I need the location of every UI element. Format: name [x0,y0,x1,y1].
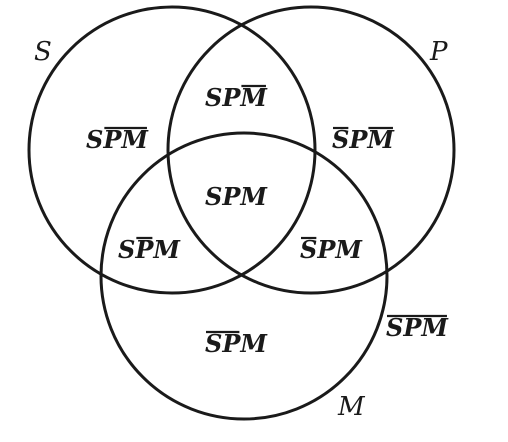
region-letter: S [205,182,222,211]
circle-p [166,5,456,295]
region-letter: M [334,235,363,264]
set-label-s: S [34,37,52,67]
region-label-m-only: SPM [205,329,268,358]
region-text-outside: SPM [386,313,449,342]
region-letter: M [120,125,149,154]
region-text-m-only: SPM [205,329,268,358]
region-text-s-p: SPM [205,83,268,112]
set-label-m: M [337,392,366,422]
set-label-p: P [429,37,448,67]
region-letter: P [134,235,154,264]
region-letter: S [386,313,403,342]
region-letter: M [239,83,268,112]
region-label-p-m: SPM [300,235,363,264]
region-text-s-p-m: SPM [205,182,268,211]
circle-m [99,131,389,421]
region-letter: M [420,313,449,342]
circle-s [27,5,317,295]
region-label-s-p: SPM [205,83,268,112]
region-letter: S [86,125,103,154]
region-letter: S [205,329,222,358]
region-letter: P [402,313,422,342]
region-label-s-m: SPM [118,235,181,264]
region-letter: S [332,125,349,154]
region-label-s-p-m: SPM [205,182,268,211]
region-letter: P [348,125,368,154]
region-text-p-m: SPM [300,235,363,264]
region-letter: P [221,182,241,211]
region-letter: P [221,329,241,358]
region-label-p-only: SPM [332,125,395,154]
region-letter: P [316,235,336,264]
region-letter: S [205,83,222,112]
region-letter: S [300,235,317,264]
region-letter: M [366,125,395,154]
region-label-outside: SPM [386,313,449,342]
region-text-s-only: SPM [86,125,149,154]
region-letter: M [239,182,268,211]
region-text-s-m: SPM [118,235,181,264]
region-letter: M [152,235,181,264]
region-letter: P [102,125,122,154]
region-text-p-only: SPM [332,125,395,154]
region-label-s-only: SPM [86,125,149,154]
region-letter: P [221,83,241,112]
region-letter: S [118,235,135,264]
region-letter: M [239,329,268,358]
